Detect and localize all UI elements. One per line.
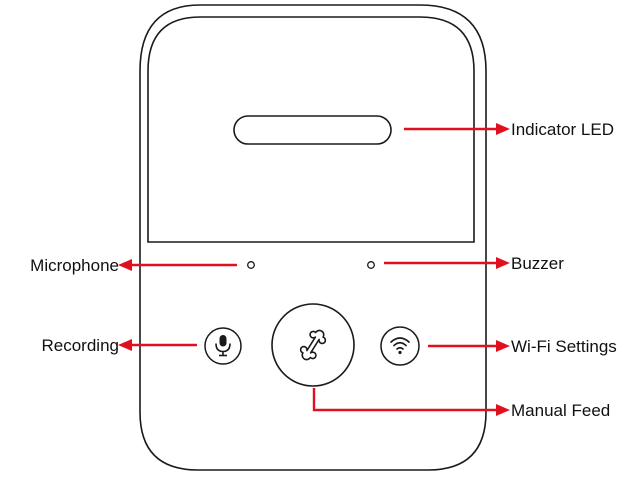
wifi-icon	[390, 337, 410, 355]
label-buzzer: Buzzer	[511, 254, 564, 273]
manual-feed-button[interactable]	[271, 303, 355, 387]
label-recording: Recording	[42, 336, 120, 355]
microphone-icon	[215, 335, 231, 357]
device-body-outline	[139, 4, 487, 471]
recording-button[interactable]	[204, 327, 242, 365]
label-microphone: Microphone	[30, 256, 119, 275]
label-manual-feed: Manual Feed	[511, 401, 610, 420]
buzzer-hole	[367, 261, 375, 269]
label-wifi-settings: Wi-Fi Settings	[511, 337, 617, 356]
wifi-settings-button[interactable]	[380, 326, 420, 366]
label-indicator-led: Indicator LED	[511, 120, 614, 139]
buzzer-arrow	[384, 257, 510, 269]
top-panel	[147, 16, 475, 243]
manual-feed-arrow	[312, 388, 510, 416]
microphone-arrow	[118, 259, 237, 271]
wifi-settings-arrow	[428, 340, 510, 352]
microphone-hole	[247, 261, 255, 269]
bone-icon	[299, 329, 327, 361]
recording-arrow	[118, 339, 197, 351]
indicator-led-arrow	[404, 123, 510, 135]
indicator-led	[233, 115, 392, 145]
